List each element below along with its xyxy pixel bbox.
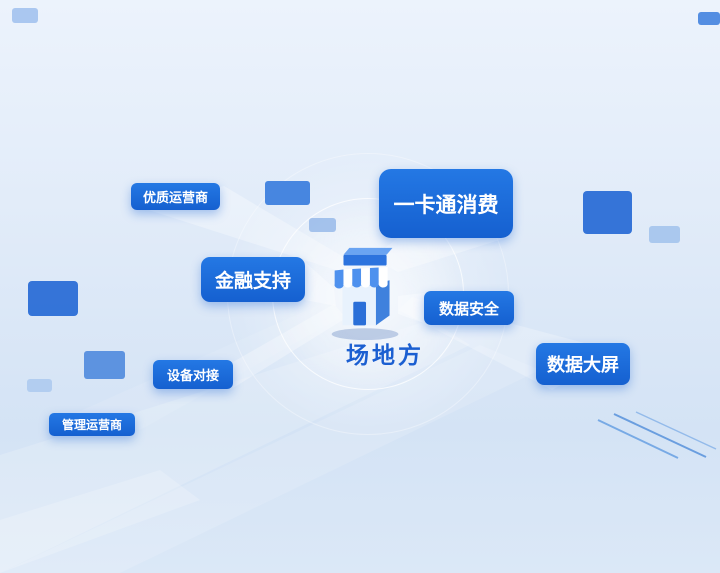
decor-rect: [28, 281, 78, 316]
node-label: 设备对接: [166, 368, 219, 383]
hub-label: 场地方: [346, 342, 424, 368]
node-quality-operator[interactable]: 优质运营商: [131, 183, 220, 210]
accent-line: [613, 413, 707, 458]
node-label: 数据安全: [438, 300, 499, 318]
node-label: 数据大屏: [547, 355, 619, 375]
decor-rect: [583, 191, 632, 234]
decor-rect: [698, 12, 720, 25]
decor-rect: [309, 218, 336, 232]
node-management-operator[interactable]: 管理运营商: [49, 413, 135, 436]
accent-line: [597, 419, 679, 459]
node-label: 优质运营商: [142, 190, 208, 205]
storefront-icon: [331, 247, 399, 341]
decor-rect: [649, 226, 680, 243]
corner-ray: [0, 470, 200, 573]
decor-rect: [27, 379, 52, 392]
node-one-card-consume[interactable]: 一卡通消费: [379, 169, 513, 238]
decor-rect: [265, 181, 310, 205]
node-label: 管理运营商: [61, 418, 122, 432]
node-data-security[interactable]: 数据安全: [424, 291, 514, 325]
node-label: 一卡通消费: [393, 193, 499, 217]
decor-rect: [12, 8, 38, 23]
decor-rect: [84, 351, 125, 379]
node-financial-support[interactable]: 金融支持: [201, 257, 305, 302]
node-device-connect[interactable]: 设备对接: [153, 360, 233, 389]
accent-line: [635, 411, 717, 450]
node-data-big-screen[interactable]: 数据大屏: [536, 343, 630, 385]
node-label: 金融支持: [214, 271, 291, 292]
